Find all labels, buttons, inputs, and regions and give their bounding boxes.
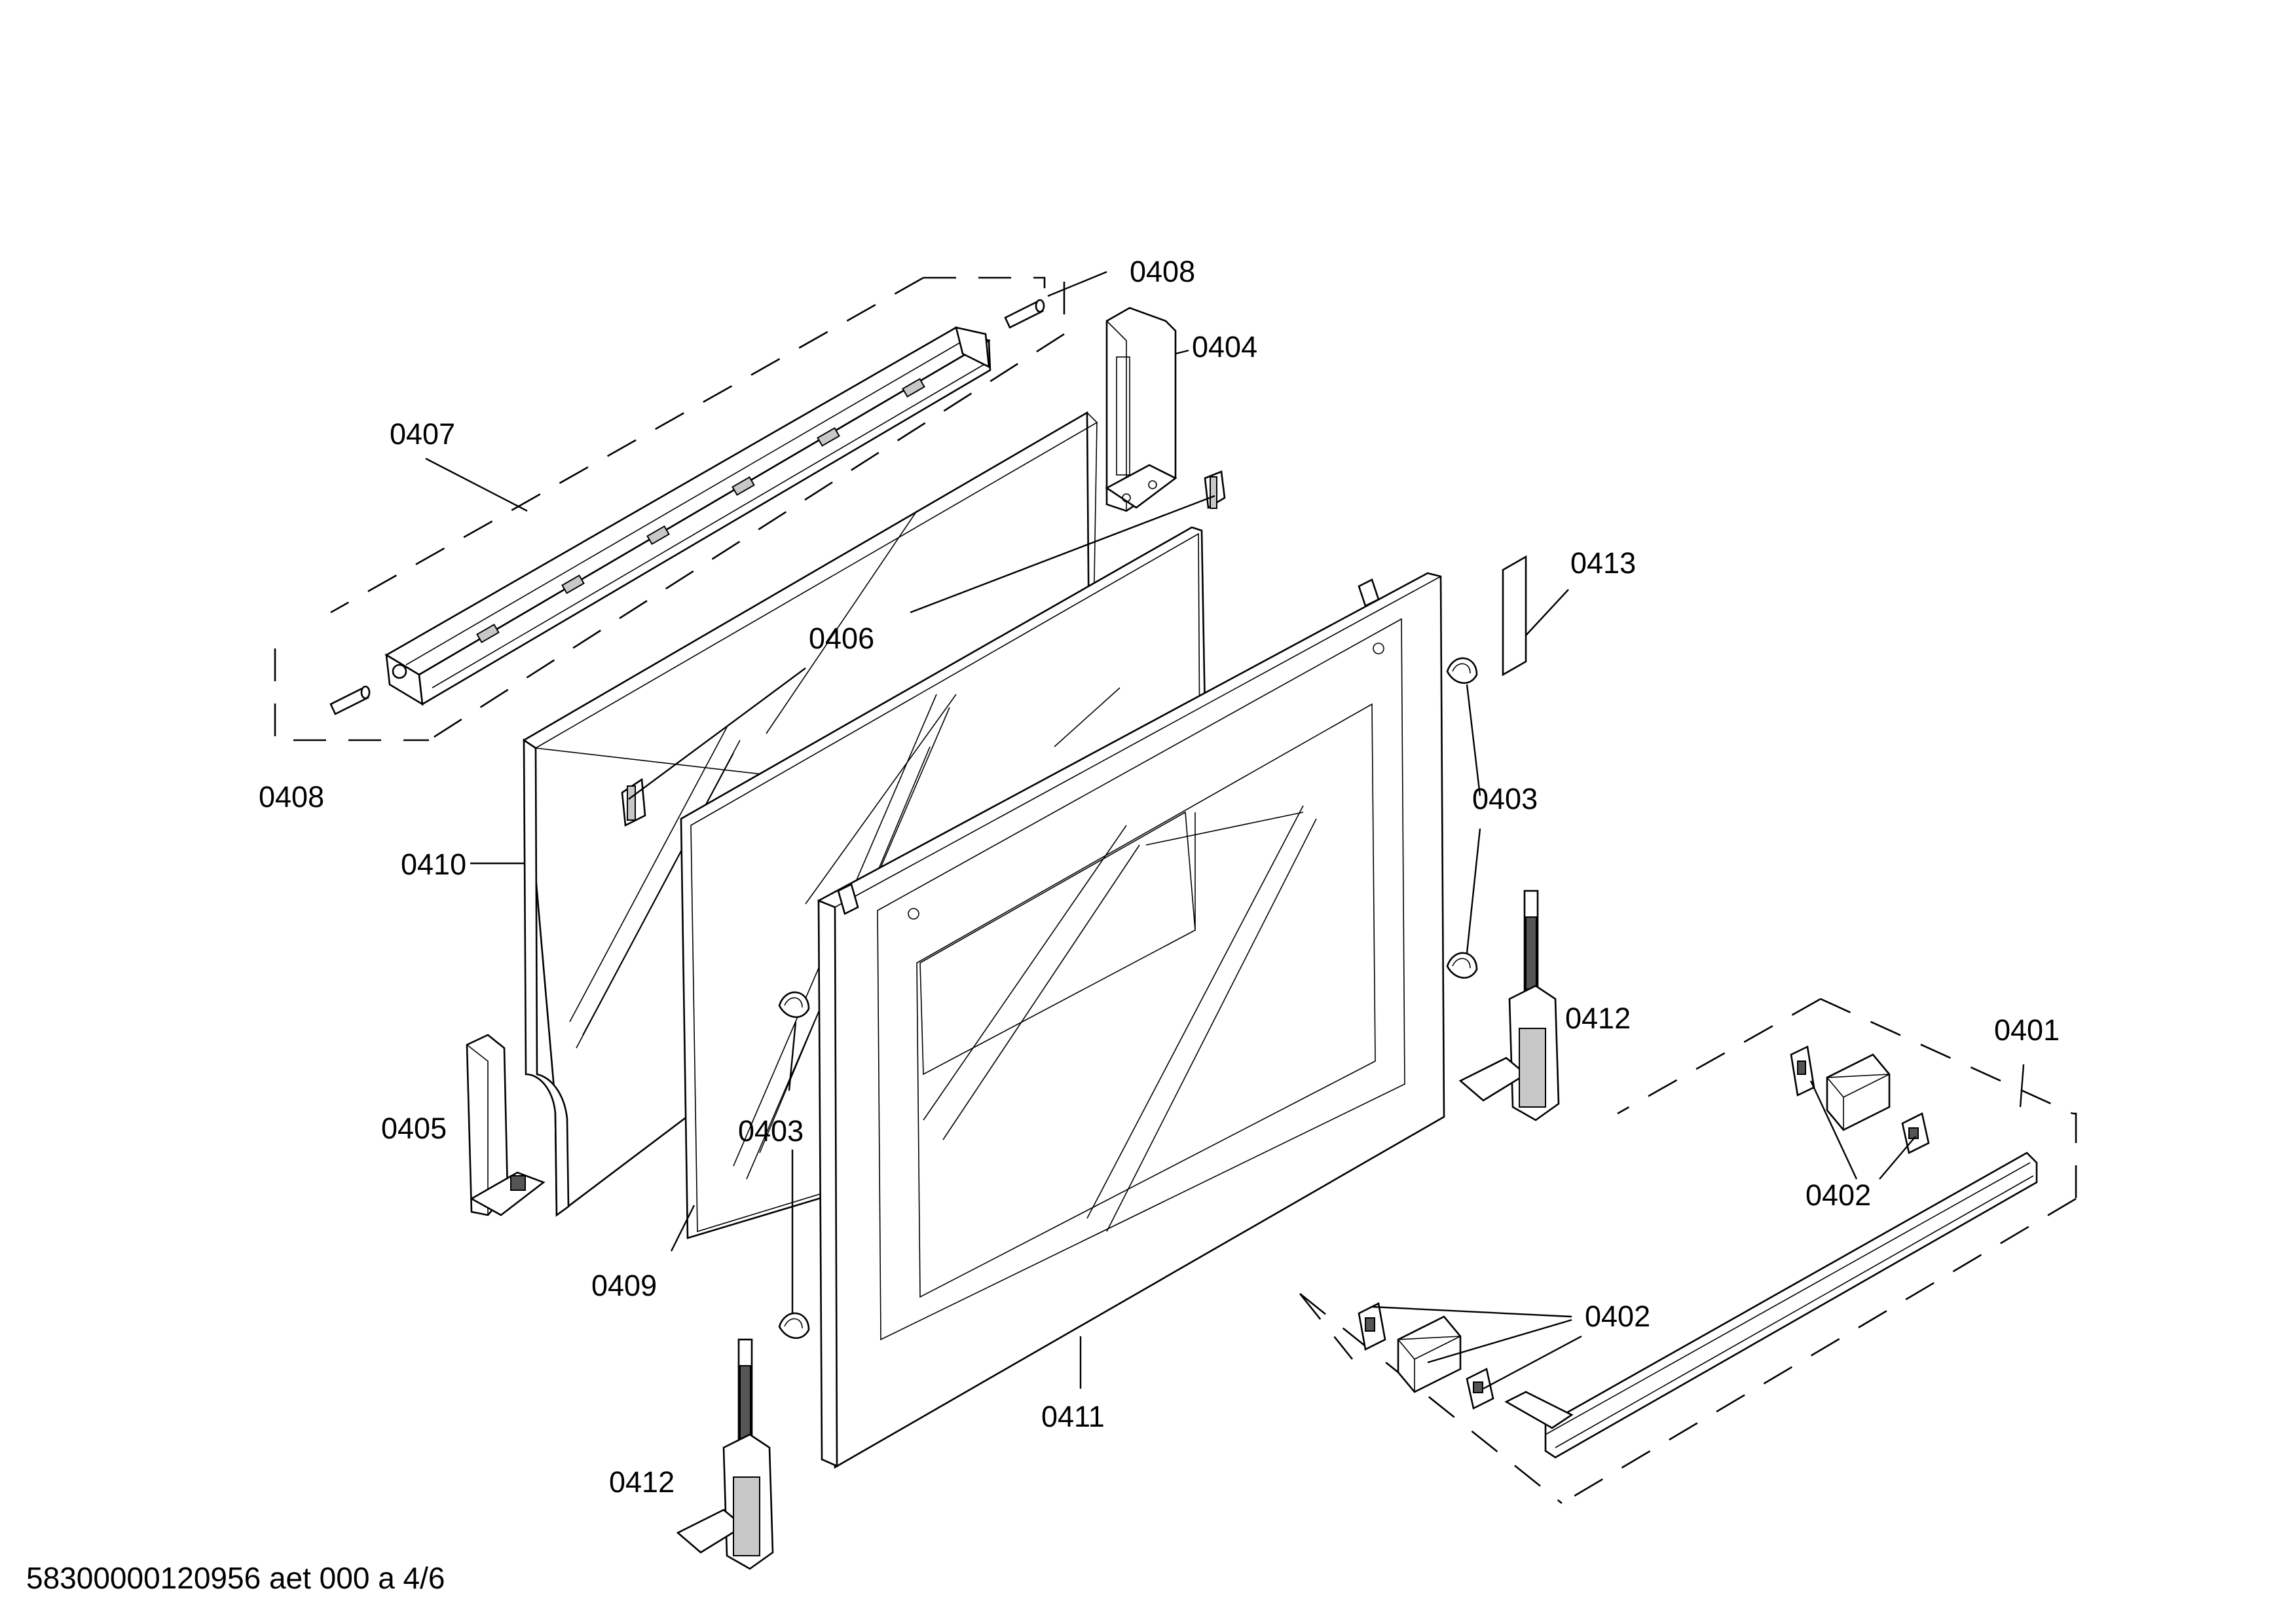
label-0412-left: 0412 — [609, 1465, 675, 1499]
top-dashed-group-outline — [274, 276, 1065, 741]
label-0407: 0407 — [390, 417, 455, 451]
bumper-right-upper — [1446, 657, 1478, 685]
label-0409: 0409 — [591, 1269, 657, 1302]
label-0403-left: 0403 — [738, 1114, 804, 1148]
clip-upper — [1204, 470, 1226, 510]
side-bracket-left — [466, 1034, 546, 1216]
label-0408-top: 0408 — [1130, 255, 1195, 288]
label-0412-right: 0412 — [1565, 1002, 1631, 1035]
door-handle-bar — [1504, 1152, 2038, 1459]
bumper-right-lower — [1446, 952, 1478, 979]
label-0405: 0405 — [381, 1112, 447, 1145]
side-bracket-right — [1105, 307, 1177, 512]
hinge-right — [1458, 890, 1560, 1121]
bumper-left-lower — [778, 1312, 810, 1340]
drawing-reference-footer: 58300000120956 aet 000 a 4/6 — [26, 1561, 445, 1595]
part-labels: 0408 0404 0407 0413 0406 0408 0403 0410 … — [259, 255, 2060, 1499]
bumper-left-upper — [778, 991, 810, 1019]
label-0404: 0404 — [1192, 330, 1257, 364]
top-trim-strip — [384, 326, 991, 706]
leader-lines — [425, 271, 2025, 1390]
handle-dashed-group-outline — [1299, 998, 2077, 1505]
label-0408-left: 0408 — [259, 780, 324, 814]
label-0403-right: 0403 — [1472, 782, 1538, 816]
pin-top-right — [1004, 299, 1045, 329]
label-0411: 0411 — [1041, 1400, 1105, 1433]
label-0413: 0413 — [1570, 546, 1636, 580]
label-0410: 0410 — [401, 848, 466, 881]
handle-mount-upper — [1790, 1045, 1930, 1154]
handle-mount-lower — [1358, 1302, 1494, 1410]
seal-strip — [1502, 555, 1527, 677]
label-0406: 0406 — [809, 622, 874, 655]
label-0401: 0401 — [1994, 1013, 2060, 1047]
hinge-left — [676, 1338, 774, 1570]
label-0402-upper: 0402 — [1805, 1178, 1871, 1212]
front-door-panel — [817, 572, 1445, 1469]
pin-left — [329, 685, 371, 715]
label-0402-lower: 0402 — [1585, 1300, 1650, 1333]
